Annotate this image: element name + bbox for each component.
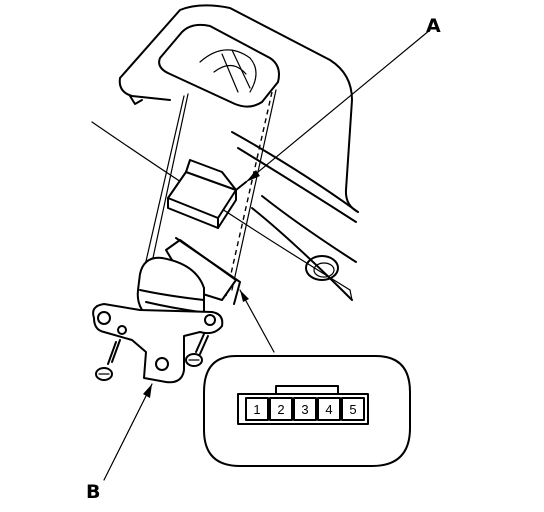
pin-cell — [341, 397, 365, 421]
connector-pins: 1 2 3 4 5 — [245, 397, 365, 421]
pin-cell — [245, 397, 269, 421]
pin-cell — [269, 397, 293, 421]
pin-label: 1 — [253, 402, 260, 417]
screw-left — [95, 339, 121, 381]
callout-a: A — [426, 15, 441, 37]
pin-label: 4 — [325, 402, 332, 417]
pin-cell — [293, 397, 317, 421]
leader-a — [245, 29, 431, 183]
trim-panel — [91, 4, 359, 301]
leader-b — [103, 383, 153, 481]
pin-label: 5 — [349, 402, 356, 417]
switch-body — [92, 237, 241, 384]
pin-label: 2 — [277, 402, 284, 417]
connector-inset — [203, 355, 411, 467]
pin-cell — [317, 397, 341, 421]
connector-a — [167, 159, 247, 229]
leader-inset — [239, 289, 275, 353]
screw-right — [185, 333, 209, 367]
pin-label: 3 — [301, 402, 308, 417]
callout-b: B — [86, 481, 100, 503]
